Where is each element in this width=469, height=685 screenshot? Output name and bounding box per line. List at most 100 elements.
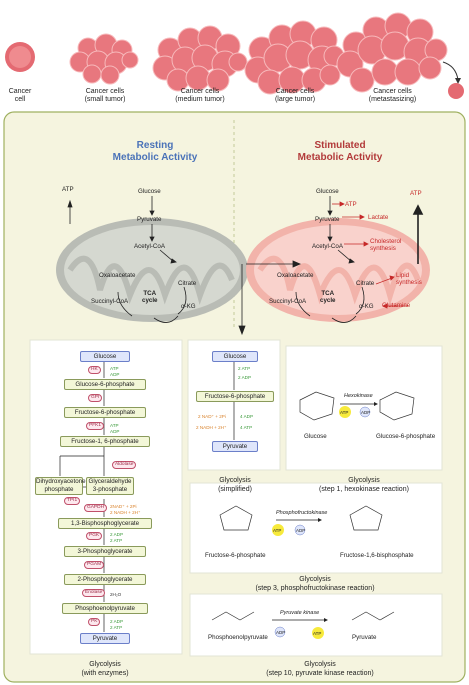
cofactor-atp-2: ATP (110, 423, 119, 428)
medium-tumor-icon (152, 25, 248, 92)
resting-mitochondrion-icon (56, 218, 248, 322)
node-g3p: Glyceraldehyde 3-phosphate (86, 477, 134, 495)
stimulated-atp-top: ATP (345, 201, 357, 208)
cofactor-atp-1: ATP (110, 366, 119, 371)
stimulated-lipid: Lipid synthesis (396, 272, 422, 286)
simplified-4adp: 4 ADP (240, 414, 254, 419)
enzyme-enolase: Enolase (82, 589, 106, 597)
step3-enzyme: Phosphofructokinase (276, 510, 328, 516)
step1-product: Glucose-6-phosphate (376, 433, 436, 440)
resting-pyruvate: Pyruvate (137, 216, 162, 223)
small-tumor-icon (69, 33, 139, 85)
metastasizing-tumor-icon (336, 12, 448, 93)
stimulated-pyruvate: Pyruvate (315, 216, 340, 223)
resting-akg: α-KG (181, 303, 196, 310)
step3-substrate: Fructose-6-phosphate (205, 552, 266, 559)
enzyme-panel-bg (29, 339, 183, 655)
caption-enzymes: Glycolysis (with enzymes) (81, 661, 129, 677)
cofactor-h2o: 2H₂O (110, 592, 122, 597)
stimulated-oxaloacetate: Oxaloacetate (277, 272, 314, 279)
cofactor-adp-2: ADP (110, 429, 120, 434)
step10-product: Pyruvate (352, 634, 377, 641)
enzyme-tpi1: TPI1 (64, 497, 81, 505)
stage-label-large: Cancer cells (large tumor) (274, 88, 316, 103)
enzyme-pfk1: PFK1 (86, 422, 104, 430)
simplified-glucose: Glucose (212, 351, 258, 362)
node-pep: Phosphoenolpyruvate (62, 603, 148, 614)
step1-enzyme: Hexokinase (344, 393, 373, 399)
glucose-structure (299, 391, 415, 421)
cofactor-2adp-2: 2 ADP (110, 619, 124, 624)
step10-panel-bg (189, 593, 443, 657)
resting-glucose: Glucose (138, 188, 161, 195)
step1-substrate: Glucose (304, 433, 327, 440)
cofactor-2atp-1: 2 ATP (110, 538, 123, 543)
node-pyruvate: Pyruvate (80, 633, 130, 644)
node-g6p: Glucose-6-phosphate (64, 379, 146, 390)
resting-citrate: Citrate (178, 280, 197, 287)
escaping-cell-icon (448, 83, 464, 99)
enzyme-gpi: GPI (88, 394, 103, 402)
resting-oxaloacetate: Oxaloacetate (99, 272, 136, 279)
enzyme-panel-arrows (59, 362, 105, 632)
simplified-f6p: Fructose-6-phosphate (196, 391, 274, 402)
step3-atp: ATP (273, 528, 282, 533)
step1-adp: ADP (361, 410, 371, 415)
stimulated-atp-right: ATP (410, 190, 422, 197)
step3-product: Fructose-1,6-bisphosphate (340, 552, 414, 559)
cancer-cell-icon (5, 42, 35, 72)
step10-enzyme: Pyruvate kinase (280, 610, 320, 616)
node-f6p: Fructose-6-phosphate (64, 407, 146, 418)
caption-step3: Glycolysis (step 3, phosphofructokinase … (255, 576, 375, 592)
node-glucose: Glucose (80, 351, 130, 362)
stimulated-citrate: Citrate (356, 280, 375, 287)
simplified-pyruvate: Pyruvate (212, 441, 258, 452)
step10-substrate: Phosphoenolpyruvate (208, 634, 268, 641)
simplified-2adp: 2 ADP (238, 375, 252, 380)
stimulated-glutamine: Glutamine (382, 302, 411, 309)
stimulated-acetyl-coa: Acetyl-CoA (312, 243, 343, 250)
stimulated-tca-cycle: TCA cycle (320, 290, 336, 304)
fructose-structure (219, 505, 383, 531)
node-dhap: Dihydroxyacetone phosphate (35, 477, 86, 495)
cofactor-adp-1: ADP (110, 372, 120, 377)
step10-atp: ATP (313, 631, 322, 636)
stage-label-small: Cancer cells (small tumor) (84, 88, 126, 103)
simplified-2atp: 2 ATP (238, 366, 251, 371)
stage-label-metastasizing: Cancer cells (metastasizing) (368, 88, 417, 103)
stimulated-lactate: Lactate (368, 214, 389, 221)
stimulated-akg: α-KG (359, 303, 374, 310)
enzyme-pgam: PGAM (84, 561, 105, 569)
large-tumor-icon (244, 20, 345, 95)
enzyme-hk: HK (88, 366, 101, 374)
resting-tca-cycle: TCA cycle (142, 290, 158, 304)
step10-adp: ADP (276, 630, 286, 635)
stage-label-single: Cancer cell (8, 88, 32, 103)
node-3pg: 3-Phosphoglycerate (64, 546, 146, 557)
enzyme-gapdh: GAPDH (84, 504, 108, 512)
caption-step1: Glycolysis (step 1, hexokinase reaction) (319, 477, 409, 493)
enzyme-pgk: PGK (86, 532, 103, 540)
metastasis-arrow (442, 61, 459, 81)
enzyme-pk: PK (88, 618, 101, 626)
cofactor-nadh: 2 NADH + 2H⁺ (110, 510, 141, 515)
cofactor-nad: 2NAD⁺ + 2Pi (110, 504, 137, 509)
resting-succinyl-coa: Succinyl-CoA (91, 298, 129, 305)
step1-atp: ATP (340, 410, 349, 415)
stimulated-succinyl-coa: Succinyl-CoA (269, 298, 307, 305)
enzyme-aldolase: Aldolase (112, 461, 137, 469)
cofactor-2atp-2: 2 ATP (110, 625, 123, 630)
resting-acetyl-coa: Acetyl-CoA (134, 243, 165, 250)
node-13bpg: 1,3-Bisphosphoglycerate (58, 518, 152, 529)
stimulated-cholesterol: Cholesterol synthesis (370, 238, 402, 252)
cofactor-2adp-1: 2 ADP (110, 532, 124, 537)
resting-atp: ATP (62, 186, 74, 193)
simplified-4atp: 4 ATP (240, 425, 253, 430)
caption-simplified: Glycolysis (simplified) (218, 477, 252, 493)
node-2pg: 2-Phosphoglycerate (64, 574, 146, 585)
stimulated-glucose: Glucose (316, 188, 339, 195)
simplified-nad: 2 NAD⁺ + 2Pi (198, 414, 226, 419)
caption-step10: Glycolysis (step 10, pyruvate kinase rea… (266, 661, 374, 677)
node-f16p: Fructose-1, 6-phosphate (60, 436, 150, 447)
stimulated-title: Stimulated Metabolic Activity (297, 140, 383, 163)
